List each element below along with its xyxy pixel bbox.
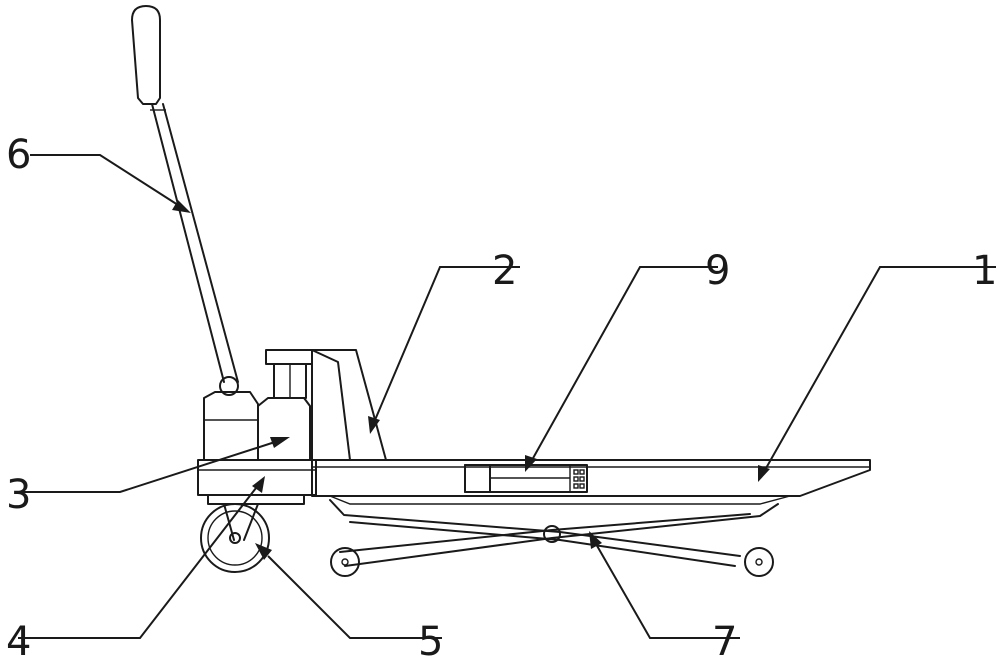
- scissor-pivot: [543, 525, 561, 543]
- display-key: [573, 476, 579, 482]
- scissor-roller-right-hub: [755, 558, 763, 566]
- scissor-roller-right: [744, 547, 774, 577]
- callouts: 6 2 9 1 3 4 5 7: [6, 132, 997, 665]
- leader-2: [374, 266, 520, 421]
- platform-underside: [329, 495, 791, 505]
- scissor-arm-b-bottom: [339, 513, 751, 553]
- handle-pivot: [219, 376, 239, 396]
- label-5: 5: [418, 619, 443, 662]
- leader-9: [531, 266, 718, 461]
- label-6: 6: [6, 132, 31, 178]
- display-key: [579, 476, 585, 482]
- pump-body: [257, 397, 311, 461]
- label-2: 2: [492, 248, 517, 294]
- arrow-2: [368, 416, 380, 434]
- label-9: 9: [705, 248, 730, 294]
- scissor-roller-left: [330, 547, 360, 577]
- scissor-arm-b-top: [344, 503, 779, 567]
- platform: [311, 459, 871, 505]
- handle-grip: [131, 5, 161, 105]
- label-1: 1: [972, 248, 997, 294]
- scissor-lift: [329, 499, 779, 577]
- display-key: [573, 483, 579, 489]
- label-3: 3: [6, 472, 31, 518]
- arrow-7: [589, 531, 602, 549]
- scissor-arm-a-top: [329, 499, 741, 557]
- arrow-1: [758, 465, 770, 482]
- display-key: [573, 469, 579, 475]
- arrow-6: [172, 200, 191, 213]
- frame-column: [311, 349, 387, 461]
- pump-cap: [265, 349, 313, 365]
- label-7: 7: [712, 619, 737, 662]
- wheel-axle: [229, 532, 241, 544]
- leader-3: [18, 441, 276, 493]
- arrow-4: [252, 476, 265, 493]
- leader-7: [595, 543, 740, 639]
- pump-base: [197, 459, 317, 496]
- pump-base-plate: [207, 494, 305, 505]
- scissor-roller-left-hub: [341, 558, 349, 566]
- handle-bar-right: [162, 103, 239, 383]
- leader-1: [764, 266, 996, 471]
- pump-assembly: [197, 349, 317, 505]
- arrow-9: [525, 455, 537, 472]
- platform-body: [311, 459, 871, 497]
- handle-bar-left: [151, 103, 225, 383]
- arrow-3: [270, 437, 290, 448]
- handle: [131, 5, 239, 396]
- leader-6: [30, 154, 179, 206]
- label-4: 4: [6, 619, 31, 662]
- display-end-cap: [464, 464, 491, 493]
- arrow-5: [255, 543, 272, 560]
- frame-column-inner: [337, 361, 351, 461]
- wheel-rim: [207, 510, 263, 566]
- scissor-arm-a-bottom: [349, 521, 736, 567]
- display-key: [579, 469, 585, 475]
- display-key: [579, 483, 585, 489]
- wheel-outer: [200, 503, 270, 573]
- leader-4: [18, 487, 257, 639]
- leader-5: [267, 555, 442, 639]
